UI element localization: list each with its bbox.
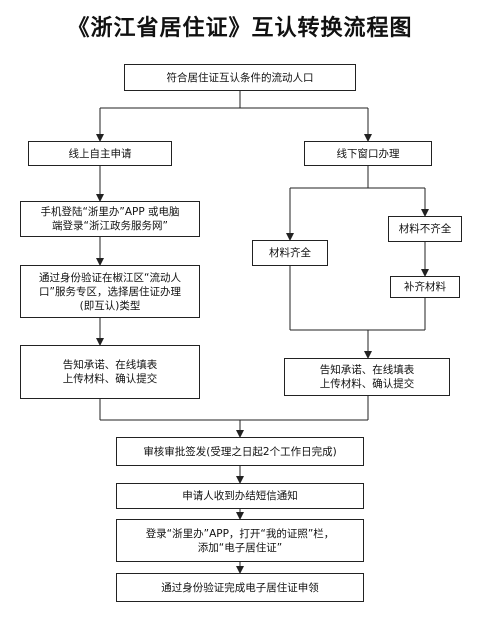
node-notice: 申请人收到办结短信通知 (116, 483, 364, 509)
node-offline: 线下窗口办理 (304, 141, 432, 166)
flowchart-title: 《浙江省居住证》互认转换流程图 (67, 15, 413, 41)
node-review: 审核审批签发(受理之日起2个工作日完成) (116, 437, 364, 466)
node-online: 线上自主申请 (28, 141, 172, 166)
node-offline-submit: 告知承诺、在线填表 上传材料、确认提交 (284, 358, 450, 396)
node-materials-incomplete: 材料不齐全 (388, 216, 462, 242)
node-start: 符合居住证互认条件的流动人口 (124, 64, 356, 91)
node-login: 手机登陆“浙里办”APP 或电脑 端登录“浙江政务服务网” (20, 201, 200, 237)
node-receive: 通过身份验证完成电子居住证申领 (116, 573, 364, 602)
node-verify-select: 通过身份验证在椒江区“流动人 口”服务专区，选择居住证办理 (即互认)类型 (20, 265, 200, 318)
node-materials-complete: 材料齐全 (252, 240, 328, 266)
node-online-submit: 告知承诺、在线填表 上传材料、确认提交 (20, 345, 200, 399)
node-add-card: 登录“浙里办”APP，打开“我的证照”栏， 添加“电子居住证” (116, 519, 364, 562)
node-supplement: 补齐材料 (390, 276, 460, 298)
